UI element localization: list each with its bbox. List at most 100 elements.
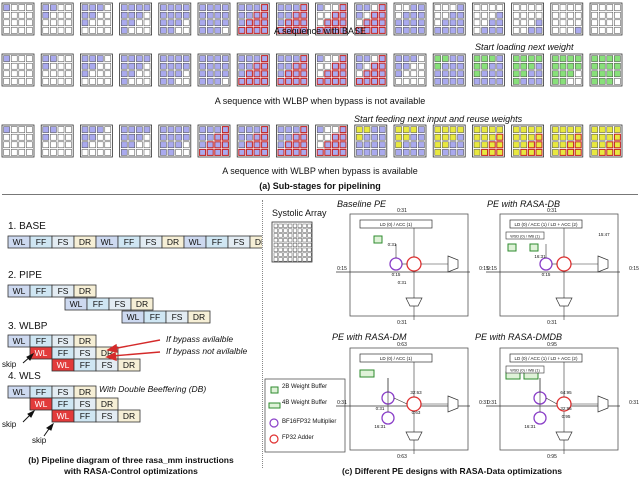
pe-cell — [598, 4, 606, 11]
pe-cell — [535, 62, 543, 70]
pe-cell — [363, 26, 371, 34]
pe-cell — [528, 27, 535, 34]
pe-cell — [356, 11, 363, 19]
pe-cell — [520, 11, 528, 19]
stage-label: WL — [13, 336, 26, 346]
annotation-bypass-not-available: If bypass not avilalble — [166, 346, 248, 356]
pe-grid — [1, 53, 35, 87]
pe-cell — [481, 62, 488, 70]
pe-cell — [285, 133, 292, 141]
pe-cell — [57, 126, 65, 133]
pe-cell — [81, 4, 89, 11]
pe-cell — [136, 4, 143, 11]
pe-cell — [559, 4, 567, 11]
bit-label: 0:31 — [547, 320, 557, 326]
pe-cell — [574, 4, 582, 11]
pe-cell — [160, 19, 167, 27]
pe-cell — [167, 126, 175, 133]
pe-cell — [81, 126, 89, 133]
pe-cell — [238, 4, 246, 11]
pe-cell — [356, 19, 363, 27]
pe-cell — [214, 133, 222, 141]
pe-cell — [614, 4, 621, 11]
systolic-cell — [273, 238, 278, 243]
bit-label: 0:31 — [487, 400, 497, 406]
stage-label: WL — [70, 299, 83, 309]
pe-grid — [40, 53, 74, 87]
note-start-feeding: Start feeding next input and reuse weigh… — [354, 114, 523, 124]
pe-cell — [26, 19, 33, 27]
pe-cell — [614, 78, 621, 85]
pe-cell — [442, 27, 449, 34]
pe-grid — [236, 124, 270, 158]
pe-cell — [574, 70, 582, 78]
stage-label: DR — [101, 348, 113, 358]
pe-cell — [402, 126, 410, 133]
pe-cell — [331, 70, 339, 78]
pe-cell — [418, 55, 425, 62]
pe-cell — [253, 77, 261, 85]
pe-cell — [253, 126, 261, 133]
pe-cell — [3, 55, 10, 62]
systolic-cell — [297, 223, 302, 228]
systolic-cell — [288, 238, 293, 243]
pe-cell — [214, 141, 222, 149]
pe-grid — [589, 2, 623, 36]
systolic-cell — [292, 257, 298, 262]
pe-cell — [496, 70, 504, 78]
panel-title-dm: PE with RASA-DM — [332, 332, 407, 342]
weight-buffer — [507, 243, 517, 252]
pe-cell — [143, 4, 151, 11]
pe-cell — [214, 27, 222, 34]
pe-cell — [89, 19, 96, 27]
pe-cell — [324, 133, 332, 141]
pe-cell — [136, 78, 143, 85]
pe-cell — [410, 141, 418, 149]
pe-cell — [143, 19, 151, 27]
pe-cell — [136, 141, 143, 149]
systolic-cell — [273, 252, 278, 257]
systolic-cell — [307, 257, 312, 262]
pe-grid — [354, 2, 388, 36]
pe-cell — [339, 148, 347, 156]
pe-cell — [175, 126, 182, 133]
bit-label: 0:63 — [397, 454, 407, 460]
pe-cell — [449, 126, 457, 133]
pe-cell — [128, 70, 136, 78]
pe-cell — [395, 55, 402, 62]
pe-cell — [89, 70, 96, 78]
legend-4b-label: 4B Weight Buffer — [282, 400, 328, 406]
bit-label: 0:15 — [392, 272, 401, 277]
pe-cell — [324, 26, 332, 34]
pe-cell — [402, 149, 410, 156]
pe-cell — [402, 141, 410, 149]
legend-multiplier-label: BF16FP32 Multiplier — [282, 419, 337, 425]
pe-cell — [316, 126, 324, 133]
pe-cell — [356, 55, 363, 62]
systolic-cell — [307, 228, 312, 233]
pe-cell — [378, 149, 386, 156]
pe-cell — [285, 141, 293, 149]
pe-cell — [410, 133, 418, 141]
row-label-base: A sequence with BASE — [273, 26, 367, 36]
pe-grid — [471, 53, 505, 87]
pe-cell — [238, 148, 246, 156]
pe-cell — [488, 55, 496, 62]
pe-cell — [434, 149, 442, 156]
systolic-cell — [302, 257, 307, 262]
pe-cell — [316, 77, 324, 85]
systolic-cell — [273, 228, 278, 233]
pe-cell — [89, 62, 96, 70]
pe-cell — [457, 70, 464, 78]
pe-cell — [598, 11, 606, 19]
pe-grid — [511, 124, 545, 158]
pe-cell — [324, 4, 332, 11]
mode-register — [359, 353, 433, 363]
pe-cell — [606, 55, 614, 62]
pe-cell — [50, 11, 57, 19]
pe-cell — [120, 62, 128, 70]
pe-cell — [292, 55, 300, 62]
pe-cell — [378, 55, 386, 63]
pe-cell — [238, 141, 246, 149]
